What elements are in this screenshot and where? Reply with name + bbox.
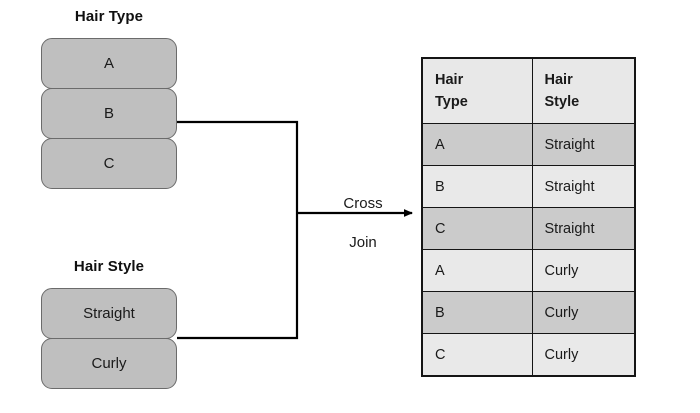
table-row: B Straight [421,165,636,208]
cell-hair-style: Straight [531,207,636,250]
cell-hair-type: B [421,165,533,208]
table-row: C Curly [421,333,636,377]
hair-style-group-title: Hair Style [73,258,145,275]
table-row: A Curly [421,249,636,292]
connector-hair-type-branch [177,120,299,213]
cell-hair-style: Curly [531,291,636,334]
cell-hair-type: C [421,207,533,250]
cell-hair-style: Curly [531,249,636,292]
cross-join-label-line2: Join [349,234,377,251]
column-header-hair-style-word2: Style [544,94,580,110]
hair-type-group-title: Hair Type [74,8,144,25]
table-row: B Curly [421,291,636,334]
column-header-hair-style: Hair Style [531,57,636,124]
cross-join-label: Cross Join [325,194,401,253]
cell-hair-type: A [421,249,533,292]
cell-hair-type: A [421,123,533,166]
column-header-hair-style-word1: Hair [544,72,573,88]
table-row: A Straight [421,123,636,166]
cross-join-label-line1: Cross [343,195,383,212]
hair-type-box-c[interactable]: C [41,138,177,189]
table-body: A Straight B Straight C Straight A Curly… [421,123,636,377]
cell-hair-style: Straight [531,123,636,166]
cell-hair-style: Straight [531,165,636,208]
column-header-hair-type-word1: Hair [435,72,464,88]
cell-hair-type: C [421,333,533,377]
cell-hair-type: B [421,291,533,334]
table-row: C Straight [421,207,636,250]
column-header-hair-type: Hair Type [421,57,533,124]
connector-hair-style-branch [177,213,299,340]
table-header-row: Hair Type Hair Style [421,57,636,124]
cell-hair-style: Curly [531,333,636,377]
cross-join-result-table: Hair Type Hair Style A Straight B Straig… [421,57,636,377]
column-header-hair-type-word2: Type [435,94,468,110]
